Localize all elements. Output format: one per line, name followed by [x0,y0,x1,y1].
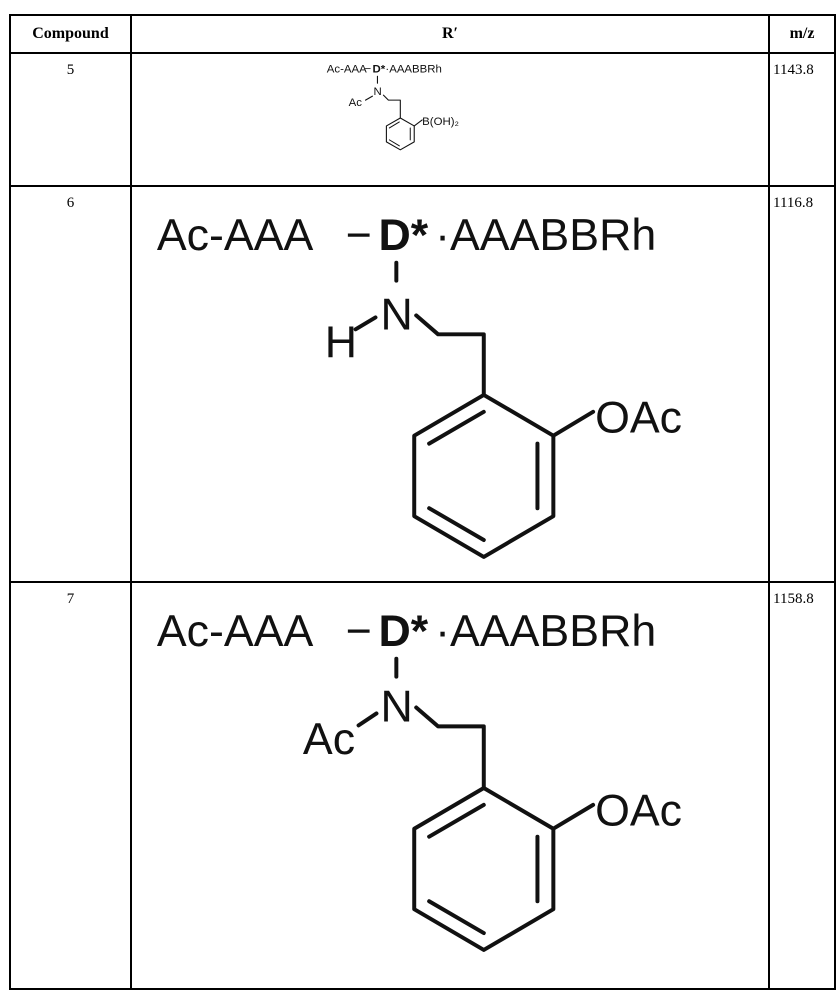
bond-line [427,899,486,936]
peptide-right: ·AAABBRh [385,63,441,75]
bond-line [388,121,400,129]
table-row: 7 Ac-AAA − D* ·AAABBRh N Ac [9,581,836,990]
peptide-right: ·AAABBRh [435,211,656,260]
peptide-left: Ac-AAA [327,63,367,75]
bond-line [427,409,486,446]
nitrogen-label: N [380,682,412,731]
benzene-ring [412,785,556,952]
peptide-right: ·AAABBRh [435,607,656,656]
structure-cell: Ac-AAA − D* ·AAABBRh N Ac [130,52,770,187]
benzene-ring [412,392,556,559]
bond-line [427,802,486,839]
bond-line [364,95,374,101]
bond-line [551,802,596,831]
residue-label: D* [372,63,385,75]
n-substituent-label: Ac [303,715,355,764]
residue-label: D* [378,607,428,656]
ring-substituent-label: OAc [595,787,682,836]
bond-line [382,94,401,119]
mz-value: 1116.8 [768,185,836,583]
header-mz: m/z [768,14,836,54]
structure-diagram-7: Ac-AAA − D* ·AAABBRh N Ac [157,607,682,952]
bond-line [427,506,486,543]
n-substituent-label: H [325,318,357,367]
bond-line [414,313,486,397]
bond-line [353,315,378,332]
peptide-left: Ac-AAA [157,607,314,656]
structure-cell: Ac-AAA − D* ·AAABBRh N Ac [130,581,770,990]
residue-label: D* [378,211,428,260]
bond-line [388,139,400,147]
peptide-dash: − [365,63,372,75]
table-row: 5 Ac-AAA − D* ·AAABBRh N Ac [9,52,836,187]
header-compound: Compound [9,14,132,54]
peptide-left: Ac-AAA [157,211,314,260]
n-substituent-label: Ac [349,97,363,109]
mz-value: 1158.8 [768,581,836,990]
compound-number: 6 [9,185,132,583]
structure-cell: Ac-AAA − D* ·AAABBRh N H [130,185,770,583]
compound-number: 7 [9,581,132,990]
mz-value: 1143.8 [768,52,836,187]
bond-line [356,711,379,728]
peptide-dash: − [346,211,372,260]
bond-line [414,705,486,790]
bond-line [551,409,596,438]
compound-number: 5 [9,52,132,187]
nitrogen-label: N [380,290,412,339]
peptide-dash: − [346,607,372,656]
compound-table: Compound R′ m/z 5 Ac-AAA − D* ·AAABBRh N… [9,14,836,990]
structure-diagram-5: Ac-AAA − D* ·AAABBRh N Ac [327,63,459,151]
bond-line [413,119,423,127]
header-row: Compound R′ m/z [9,14,836,54]
table-row: 6 Ac-AAA − D* ·AAABBRh N H [9,185,836,583]
header-r-prime: R′ [130,14,770,54]
nitrogen-label: N [373,86,381,98]
ring-substituent-label: OAc [595,394,682,443]
structure-diagram-6: Ac-AAA − D* ·AAABBRh N H [157,211,682,559]
ring-substituent-label: B(OH)₂ [422,116,459,128]
